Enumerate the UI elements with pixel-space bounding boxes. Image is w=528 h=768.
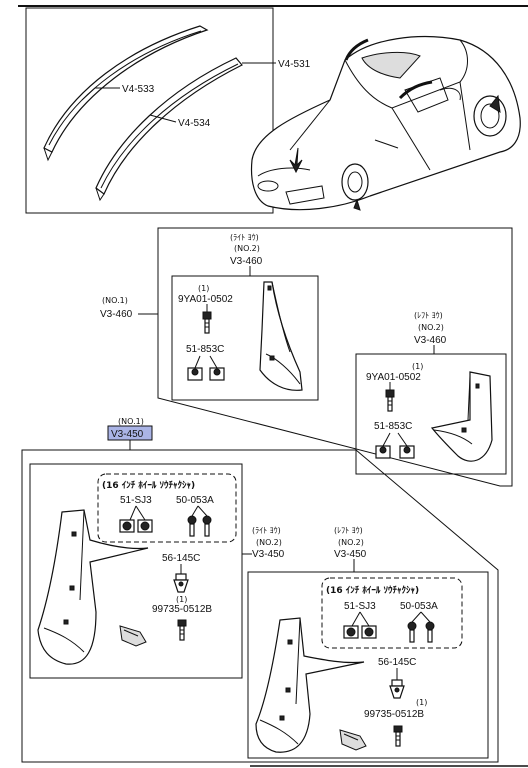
lower-main-no: (NO.1) (118, 417, 144, 426)
lower-left-note: (ﾚﾌﾄ ﾖｳ) (334, 526, 363, 535)
upper-main-part: V3-460 (100, 309, 133, 320)
fastener-56-145c-a[interactable] (173, 573, 189, 593)
nut-51-sj3-a[interactable] (119, 505, 153, 533)
fastener-56-145c-b[interactable] (389, 679, 405, 699)
upper-assembly-frame (157, 227, 513, 487)
lower-left-box (247, 571, 489, 759)
clip-bracket-a[interactable] (119, 625, 147, 647)
upper-right-no: (NO.2) (234, 244, 260, 253)
mud-flap-lower-right[interactable] (37, 509, 149, 665)
mud-flap-upper-left[interactable] (430, 371, 493, 462)
lower-right-note: (ﾗｲﾄ ﾖｳ) (252, 526, 281, 535)
visor-panel (25, 7, 274, 214)
bolt-9ya01-0502-b[interactable] (385, 389, 395, 412)
upper-right-box (171, 275, 319, 401)
lower-nut-a-label: 51-SJ3 (120, 495, 152, 506)
visor-v4-534[interactable] (95, 57, 243, 202)
lower-right-box (29, 463, 243, 679)
upper-left-note: (ﾚﾌﾄ ﾖｳ) (414, 311, 443, 320)
lower-screw-b-label: 50-053A (400, 601, 438, 612)
bolt-9ya01-0502-a[interactable] (202, 311, 212, 334)
lower-fastener-a-label: 56-145C (162, 553, 200, 564)
mud-flap-upper-right[interactable] (259, 281, 303, 391)
visor-v4-533[interactable] (43, 25, 209, 162)
clip-bracket-b[interactable] (339, 729, 367, 751)
clip-51-853c-b[interactable] (375, 432, 415, 459)
upper-left-box (355, 353, 507, 475)
lower-right-no: (NO.2) (256, 538, 282, 547)
upper-right-part: V3-460 (230, 256, 263, 267)
upper-clip-b: 51-853C (374, 421, 412, 432)
upper-bolt-b: 9YA01-0502 (366, 372, 421, 383)
lower-assembly-frame (21, 449, 499, 763)
lower-left-no: (NO.2) (338, 538, 364, 547)
upper-left-part: V3-460 (414, 335, 447, 346)
lower-screw-a-label: 50-053A (176, 495, 214, 506)
lower-qty-a: (1) (176, 595, 187, 604)
lower-qty-b: (1) (416, 698, 427, 707)
lower-left-part: V3-450 (334, 549, 367, 560)
clip-51-853c-a[interactable] (187, 355, 225, 381)
upper-left-no: (NO.2) (418, 323, 444, 332)
screw-50-053a-a[interactable] (187, 505, 212, 537)
lower-main-part: V3-450 (111, 429, 144, 440)
upper-main-no: (NO.1) (102, 296, 128, 305)
car-illustration (250, 36, 521, 211)
lower-group-title-b: (16 ｲﾝﾁ ﾎｲｰﾙ ｿｳﾁｬｸｼｬ) (326, 585, 419, 596)
leader-v4-534 (149, 114, 177, 123)
lower-group-b (321, 577, 463, 649)
nut-51-sj3-b[interactable] (343, 611, 377, 639)
upper-qty-a: (1) (198, 284, 209, 293)
lower-bolt-a-label: 99735-0512B (152, 604, 212, 615)
lower-nut-b-label: 51-SJ3 (344, 601, 376, 612)
lower-group-a (97, 473, 237, 543)
upper-right-note: (ﾗｲﾄ ﾖｳ) (230, 233, 259, 242)
bolt-99735-0512b-b[interactable] (393, 725, 403, 747)
bolt-99735-0512b-a[interactable] (177, 619, 187, 641)
label-v4-534: V4-534 (178, 118, 211, 129)
lower-right-part: V3-450 (252, 549, 285, 560)
upper-qty-b: (1) (412, 362, 423, 371)
upper-bolt-a: 9YA01-0502 (178, 294, 233, 305)
lower-group-title-a: (16 ｲﾝﾁ ﾎｲｰﾙ ｿｳﾁｬｸｼｬ) (102, 480, 195, 491)
lower-fastener-b-label: 56-145C (378, 657, 416, 668)
mud-flap-lower-left[interactable] (255, 617, 365, 753)
screw-50-053a-b[interactable] (407, 611, 435, 643)
label-v4-533: V4-533 (122, 84, 155, 95)
lower-bolt-b-label: 99735-0512B (364, 709, 424, 720)
label-v4-531: V4-531 (278, 59, 311, 70)
upper-clip-a: 51-853C (186, 344, 224, 355)
